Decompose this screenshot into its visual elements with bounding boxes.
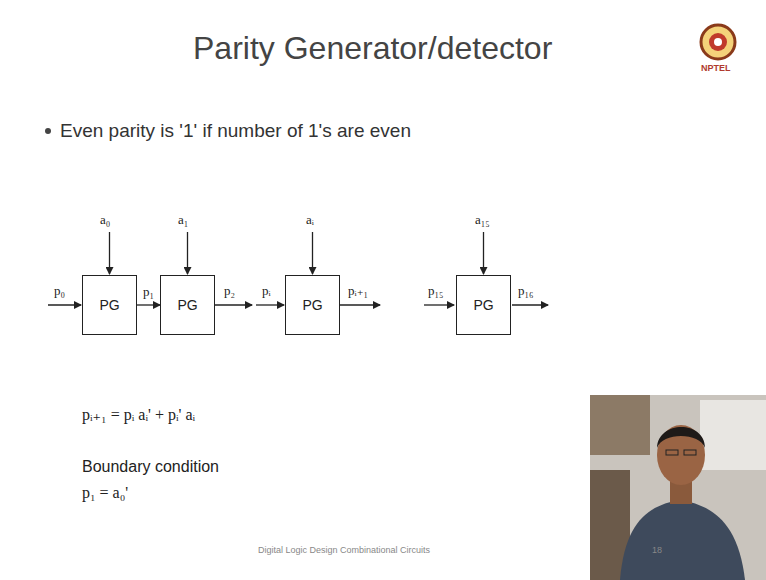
signal-name: aᵢ <box>306 212 314 228</box>
equation: p₁ = a₀' <box>82 484 128 502</box>
signal-name: p₁₅ <box>428 283 444 299</box>
signal-name: pᵢ₊₁ <box>348 283 368 299</box>
page-number: 18 <box>652 545 662 555</box>
pg-block: PG <box>285 275 340 335</box>
signal-name: a₁ <box>178 212 188 228</box>
bullet-dot <box>45 128 51 134</box>
footer-text: Digital Logic Design Combinational Circu… <box>258 545 430 555</box>
block-label: PG <box>99 297 119 313</box>
block-label: PG <box>302 297 322 313</box>
signal-name: p₁₆ <box>518 283 534 299</box>
equation: pᵢ₊₁ = pᵢ aᵢ' + pᵢ' aᵢ <box>82 405 195 424</box>
pg-block: PG <box>456 275 511 335</box>
signal-name: p₁ <box>143 284 154 300</box>
signal-name: a₁₅ <box>475 212 490 228</box>
nptel-logo <box>701 25 735 59</box>
note-text: Boundary condition <box>82 458 219 476</box>
signal-name: pᵢ <box>262 283 271 299</box>
pg-block: PG <box>82 275 137 335</box>
pg-block: PG <box>160 275 215 335</box>
block-label: PG <box>473 297 493 313</box>
bullet-text: Even parity is '1' if number of 1's are … <box>60 120 411 142</box>
webcam-photo <box>590 395 766 580</box>
block-label: PG <box>177 297 197 313</box>
slide-title: Parity Generator/detector <box>193 30 552 67</box>
logo-text: NPTEL <box>701 63 731 73</box>
parity-wire <box>137 304 160 305</box>
signal-name: a₀ <box>100 212 110 228</box>
signal-name: p₀ <box>54 283 65 299</box>
signal-name: p₂ <box>224 283 235 299</box>
